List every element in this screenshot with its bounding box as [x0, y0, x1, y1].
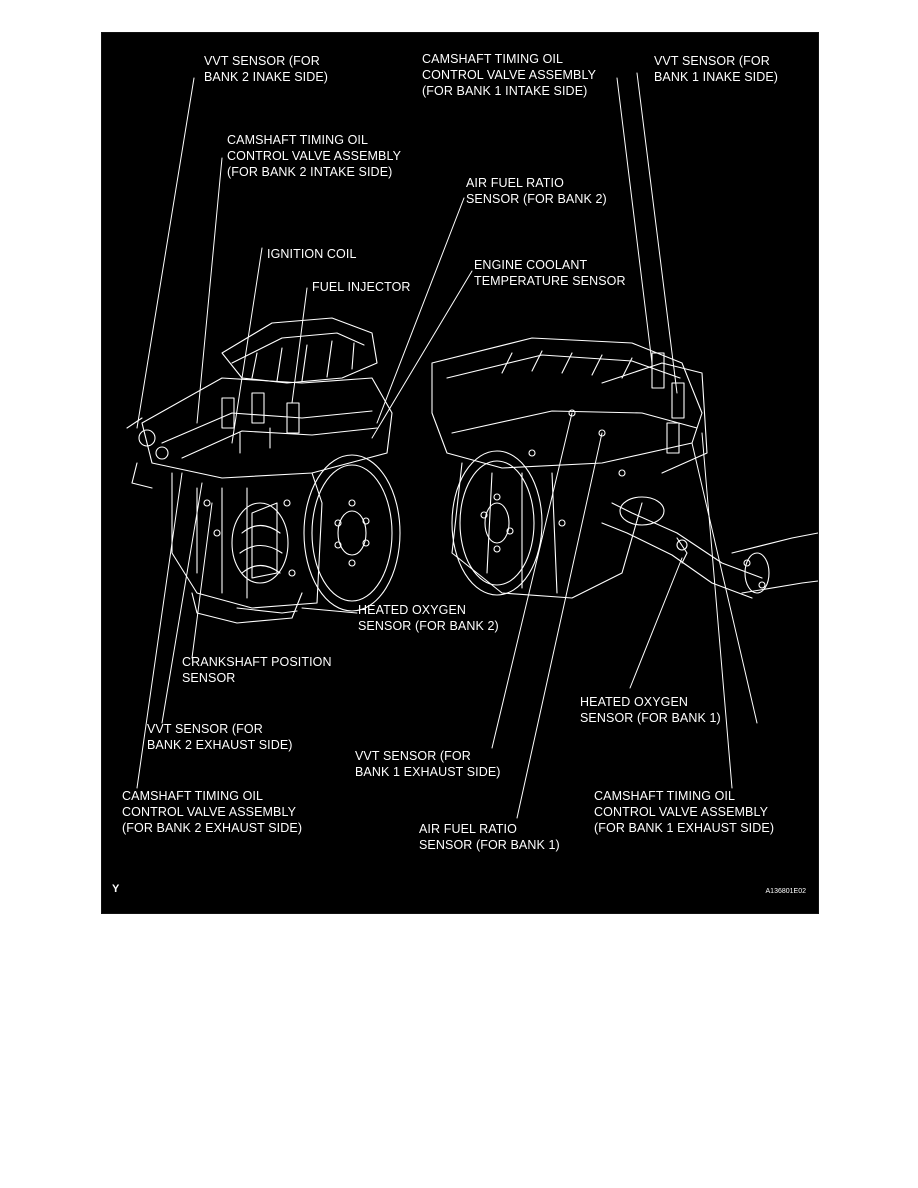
label-ignition-coil: IGNITION COIL	[267, 247, 357, 261]
label-fuel-injector: FUEL INJECTOR	[312, 280, 411, 294]
engine-illustration	[126, 72, 818, 819]
corner-mark: Y	[112, 883, 120, 895]
right-engine-drawing	[431, 337, 818, 599]
leader-lines	[136, 72, 758, 819]
left-engine-drawing	[126, 317, 401, 624]
figure-id: A136801E02	[765, 888, 806, 895]
